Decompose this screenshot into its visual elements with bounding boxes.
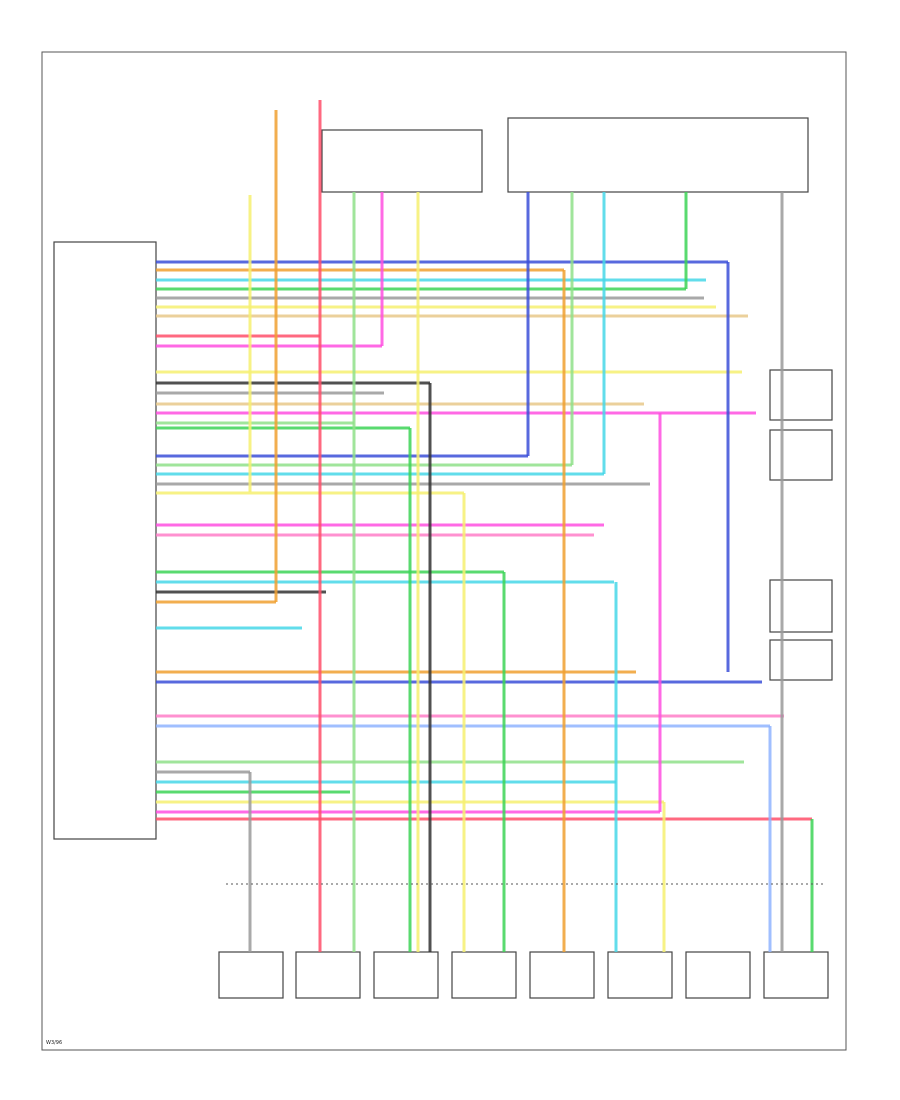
right-component-2 — [769, 429, 833, 481]
right-switch-block — [507, 117, 809, 193]
right-component-3 — [769, 579, 833, 633]
right-component-4 — [769, 639, 833, 681]
motor-5 — [529, 951, 595, 999]
motor-4 — [451, 951, 517, 999]
diagram-frame — [41, 51, 847, 1051]
motor-1 — [218, 951, 284, 999]
motor-6 — [607, 951, 673, 999]
motor-7 — [685, 951, 751, 999]
motor-3 — [373, 951, 439, 999]
right-component-1 — [769, 369, 833, 421]
vertical-wires — [248, 100, 814, 952]
footer-code: W3/96 — [46, 1040, 62, 1046]
motor-2 — [295, 951, 361, 999]
left-switch-block — [321, 129, 483, 193]
motor-8 — [763, 951, 829, 999]
horizontal-wires — [156, 260, 812, 821]
memory-seat-module — [53, 241, 157, 840]
